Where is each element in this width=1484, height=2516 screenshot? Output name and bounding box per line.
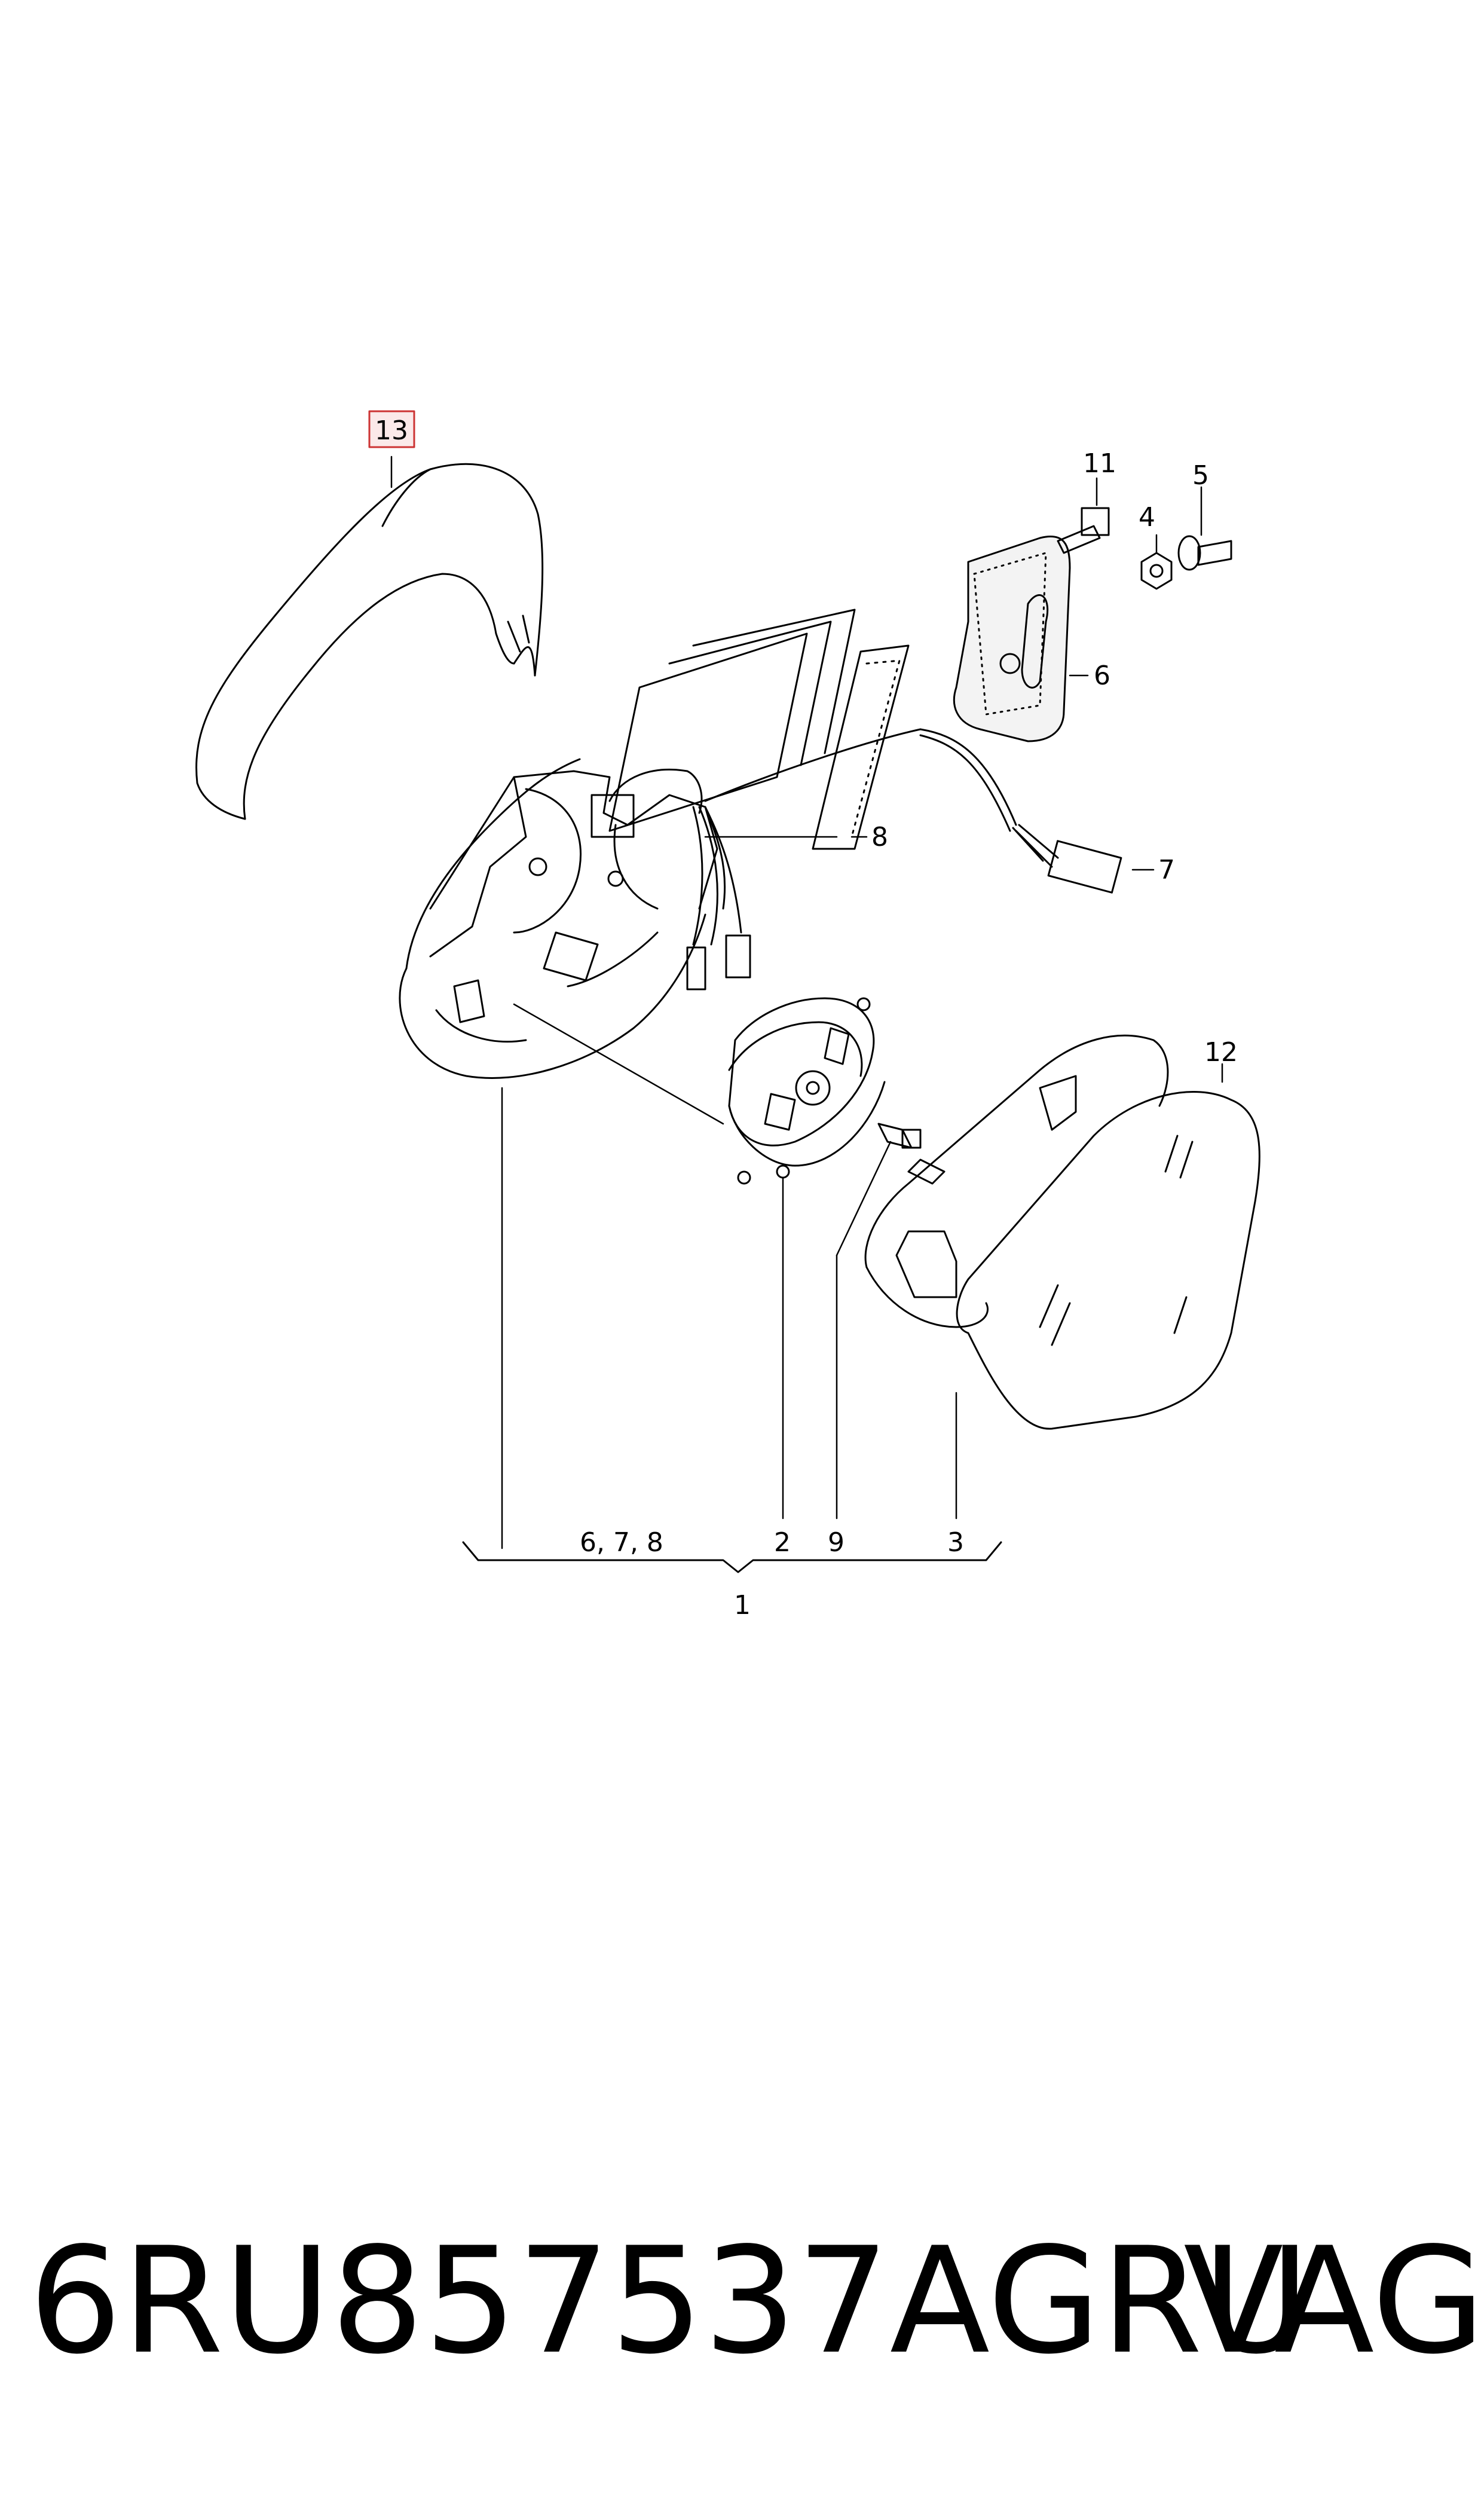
callout-8: 8 [871,822,888,852]
adjustment-motor-part-2 [728,997,886,1185]
cable-part-7 [919,728,1122,894]
callout-labels: 13 11 4 5 6 8 7 12 6, 7, 8 2 9 3 1 [375,415,1238,1621]
nut-part-4 [1140,552,1173,590]
brand-name: VAG [1183,2216,1484,2386]
callout-678: 6, 7, 8 [580,1527,663,1558]
callout-1: 1 [734,1590,751,1621]
callout-5: 5 [1192,460,1209,491]
mounting-plate-part-6 [953,535,1071,742]
callout-12: 12 [1204,1037,1238,1068]
mirror-housing [399,758,726,1079]
assembly-bracket [462,1541,1002,1573]
callout-6: 6 [1094,661,1110,691]
part-number: 6RU857537AGRU [29,2216,1310,2386]
callout-4: 4 [1139,502,1155,533]
callout-13: 13 [375,415,408,446]
callout-9: 9 [828,1527,844,1558]
footer-caption: 6RU857537AGRU VAG [0,2212,1484,2391]
mirror-glass-part-12 [956,1091,1260,1430]
leader-lines [390,455,1223,1549]
mirror-cap-part-13 [195,463,544,820]
callout-3: 3 [947,1527,964,1558]
callout-box-13 [368,410,415,448]
wiring-harness [686,728,922,990]
screw-part-11 [1057,507,1110,554]
callout-2: 2 [774,1527,791,1558]
screw-part-9 [877,1123,922,1149]
screw-part-5 [1177,535,1232,571]
callout-7: 7 [1158,855,1175,885]
glass-carrier-part-3 [864,1034,1169,1328]
callout-11: 11 [1083,448,1116,479]
heater-plates [608,609,910,850]
